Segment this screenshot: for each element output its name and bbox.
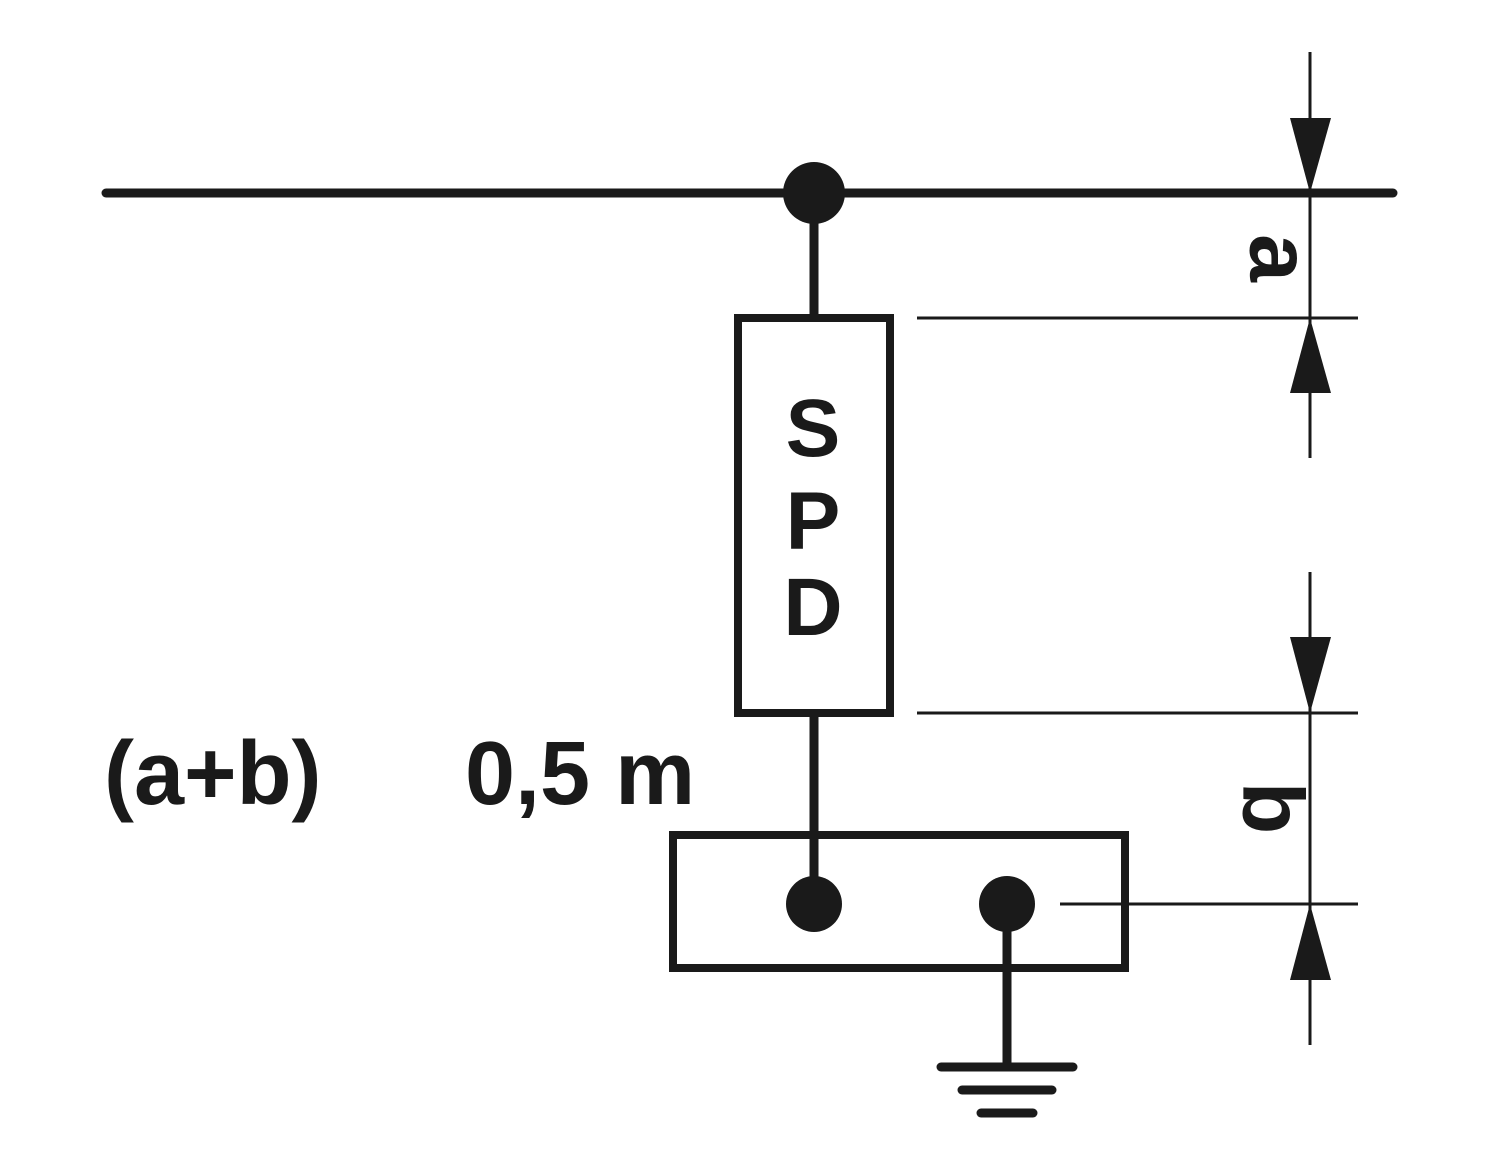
arrow-up-icon	[1290, 318, 1331, 393]
dimension-b: b	[1224, 572, 1331, 1045]
arrow-down-icon	[1290, 118, 1331, 193]
dimension-b-label: b	[1224, 782, 1320, 835]
dimension-a: a	[1231, 52, 1331, 458]
spd-letter-s: S	[786, 383, 841, 474]
earthing-terminal-block	[669, 831, 1129, 972]
arrow-down-icon	[1290, 637, 1331, 713]
spd-letter-d: D	[783, 562, 842, 653]
formula-value: 0,5 m	[465, 724, 695, 824]
dimension-a-label: a	[1231, 234, 1327, 283]
terminal-dot-spd	[786, 876, 842, 932]
spd-letter-p: P	[786, 476, 841, 567]
arrow-up-icon	[1290, 904, 1331, 980]
ground-icon	[936, 1062, 1078, 1118]
formula-expression: (a+b)	[104, 724, 322, 824]
